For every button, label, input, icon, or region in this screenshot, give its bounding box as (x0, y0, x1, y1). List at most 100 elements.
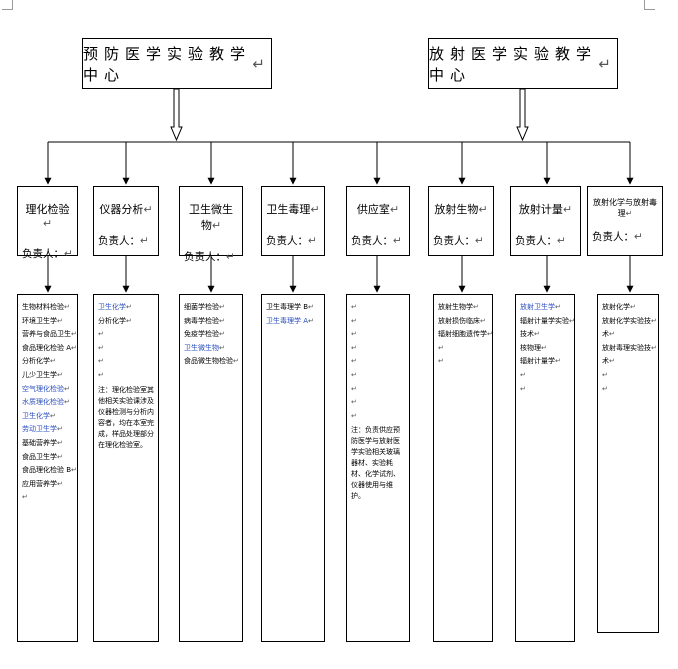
paragraph-mark: ↵ (351, 370, 357, 379)
detail-box-physchem: 生物材料检验↵环境卫生学↵营养与食品卫生↵食品理化检验 A↵分析化学↵儿少卫生学… (17, 294, 78, 642)
paragraph-mark: ↵ (126, 316, 132, 325)
subject-item: 病毒学检验↵ (184, 315, 238, 329)
paragraph-mark: ↵ (602, 384, 608, 393)
paragraph-mark: ↵ (351, 316, 357, 325)
paragraph-mark: ↵ (98, 357, 104, 366)
paragraph-mark: ↵ (351, 411, 357, 420)
subject-item: 水质理化检验↵ (22, 396, 73, 410)
detail-box-dosimetry: 放射卫生学↵辐射计量学实验↵技术↵核物理↵辐射计量学↵↵↵ (515, 294, 575, 642)
unit-header-dosimetry: 放射计量↵ 负责人：↵ (510, 186, 581, 256)
subject-item: 环境卫生学↵ (22, 315, 73, 329)
subject-text: 劳动卫生学 (22, 425, 57, 434)
paragraph-mark: ↵ (50, 357, 56, 366)
paragraph-mark: ↵ (351, 398, 357, 407)
paragraph-mark: ↵ (557, 235, 566, 247)
paragraph-mark: ↵ (233, 357, 239, 366)
subject-item: 空气理化检验↵ (22, 383, 73, 397)
paragraph-mark: ↵ (389, 203, 400, 216)
paragraph-mark: ↵ (351, 384, 357, 393)
subject-text: 环境卫生学 (22, 316, 57, 325)
paragraph-mark: ↵ (211, 219, 222, 232)
subject-item: ↵ (98, 369, 154, 383)
paragraph-mark: ↵ (625, 209, 633, 218)
subject-item: 技术↵ (520, 328, 570, 342)
subject-text: 食品微生物检验 (184, 357, 233, 366)
subject-item: 术↵ (602, 355, 654, 369)
paragraph-mark: ↵ (438, 343, 444, 352)
subject-text: 食品理化检验 B (22, 466, 72, 475)
paragraph-mark: ↵ (520, 384, 526, 393)
paragraph-mark: ↵ (541, 343, 547, 352)
subject-text: 营养与食品卫生 (22, 330, 71, 339)
paragraph-mark: ↵ (219, 330, 225, 339)
paragraph-mark: ↵ (57, 479, 63, 488)
detail-box-radiochem: 放射化学↵放射化学实验技↵术↵放射毒理实验技↵术↵↵↵ (597, 294, 659, 633)
subject-text: 放射毒理实验技 (602, 343, 651, 352)
subject-item: ↵ (351, 315, 405, 329)
subject-text: 辐射细胞遗传学 (438, 330, 487, 339)
subject-item: 放射化学↵ (602, 301, 654, 315)
paragraph-mark: ↵ (475, 235, 484, 247)
unit-title: 卫生毒理 (266, 203, 311, 216)
subject-item: 食品理化检验 B↵ (22, 464, 77, 478)
paragraph-mark: ↵ (310, 203, 320, 216)
subject-text: 免疫学检验 (184, 330, 219, 339)
subject-item: ↵ (351, 396, 405, 410)
paragraph-mark: ↵ (308, 235, 317, 247)
subject-item: 术↵ (602, 328, 654, 342)
subject-text: 细菌学检验 (184, 303, 219, 311)
subject-item: 卫生毒理学 A↵ (266, 315, 320, 329)
paragraph-mark: ↵ (98, 370, 104, 379)
subject-item: 应用营养学↵ (22, 478, 73, 492)
paragraph-mark: ↵ (22, 493, 28, 502)
subject-item: ↵ (98, 342, 154, 356)
hollow-arrow-right (516, 88, 529, 142)
paragraph-mark: ↵ (569, 316, 575, 325)
subject-text: 卫生微生物 (184, 343, 219, 352)
subject-text: 术 (602, 357, 609, 366)
paragraph-mark: ↵ (64, 303, 70, 311)
subject-text: 卫生毒理学 B (266, 303, 309, 311)
unit-responsible: 负责人： (98, 235, 140, 247)
paragraph-mark: ↵ (308, 316, 314, 325)
subject-text: 技术 (520, 330, 534, 339)
paragraph-mark: ↵ (252, 54, 271, 73)
paragraph-mark: ↵ (64, 398, 70, 407)
paragraph-mark: ↵ (71, 466, 77, 475)
subject-item: ↵ (438, 355, 488, 369)
subject-item: ↵ (602, 369, 654, 383)
page-corner-mark (2, 0, 13, 10)
paragraph-mark: ↵ (480, 316, 486, 325)
paragraph-mark: ↵ (140, 235, 149, 247)
page-corner-mark (644, 0, 655, 10)
subject-item: 劳动卫生学↵ (22, 423, 73, 437)
subject-item: ↵ (438, 342, 488, 356)
subject-text: 应用营养学 (22, 479, 57, 488)
paragraph-mark: ↵ (351, 343, 357, 352)
paragraph-mark: ↵ (651, 316, 657, 325)
subject-item: ↵ (602, 383, 654, 397)
subject-text: 食品卫生学 (22, 452, 57, 461)
subject-text: 辐射计量学 (520, 357, 555, 366)
subject-text: 病毒学检验 (184, 316, 219, 325)
subject-text: 基础营养学 (22, 438, 57, 447)
subject-item: 辐射细胞遗传学↵ (438, 328, 493, 342)
center-box-radiation: 放射医学实验教学中心↵ (428, 38, 618, 89)
subject-item: ↵ (351, 383, 405, 397)
paragraph-mark: ↵ (598, 54, 617, 73)
paragraph-mark: ↵ (534, 330, 540, 339)
paragraph-mark: ↵ (555, 303, 561, 311)
unit-title: 放射化学与放射毒理 (593, 198, 657, 218)
subject-item: 分析化学↵ (98, 315, 154, 329)
unit-header-supply: 供应室↵ 负责人：↵ (346, 186, 410, 256)
subject-item: 免疫学检验↵ (184, 328, 238, 342)
subject-item: 放射毒理实验技↵ (602, 342, 657, 356)
subject-text: 术 (602, 330, 609, 339)
paragraph-mark: ↵ (602, 370, 608, 379)
subject-item: ↵ (520, 369, 570, 383)
subject-item: ↵ (351, 355, 405, 369)
unit-responsible: 负责人： (184, 251, 226, 263)
paragraph-mark: ↵ (562, 203, 573, 216)
subject-item: 营养与食品卫生↵ (22, 328, 77, 342)
unit-header-instrument: 仪器分析↵ 负责人：↵ (93, 186, 159, 256)
